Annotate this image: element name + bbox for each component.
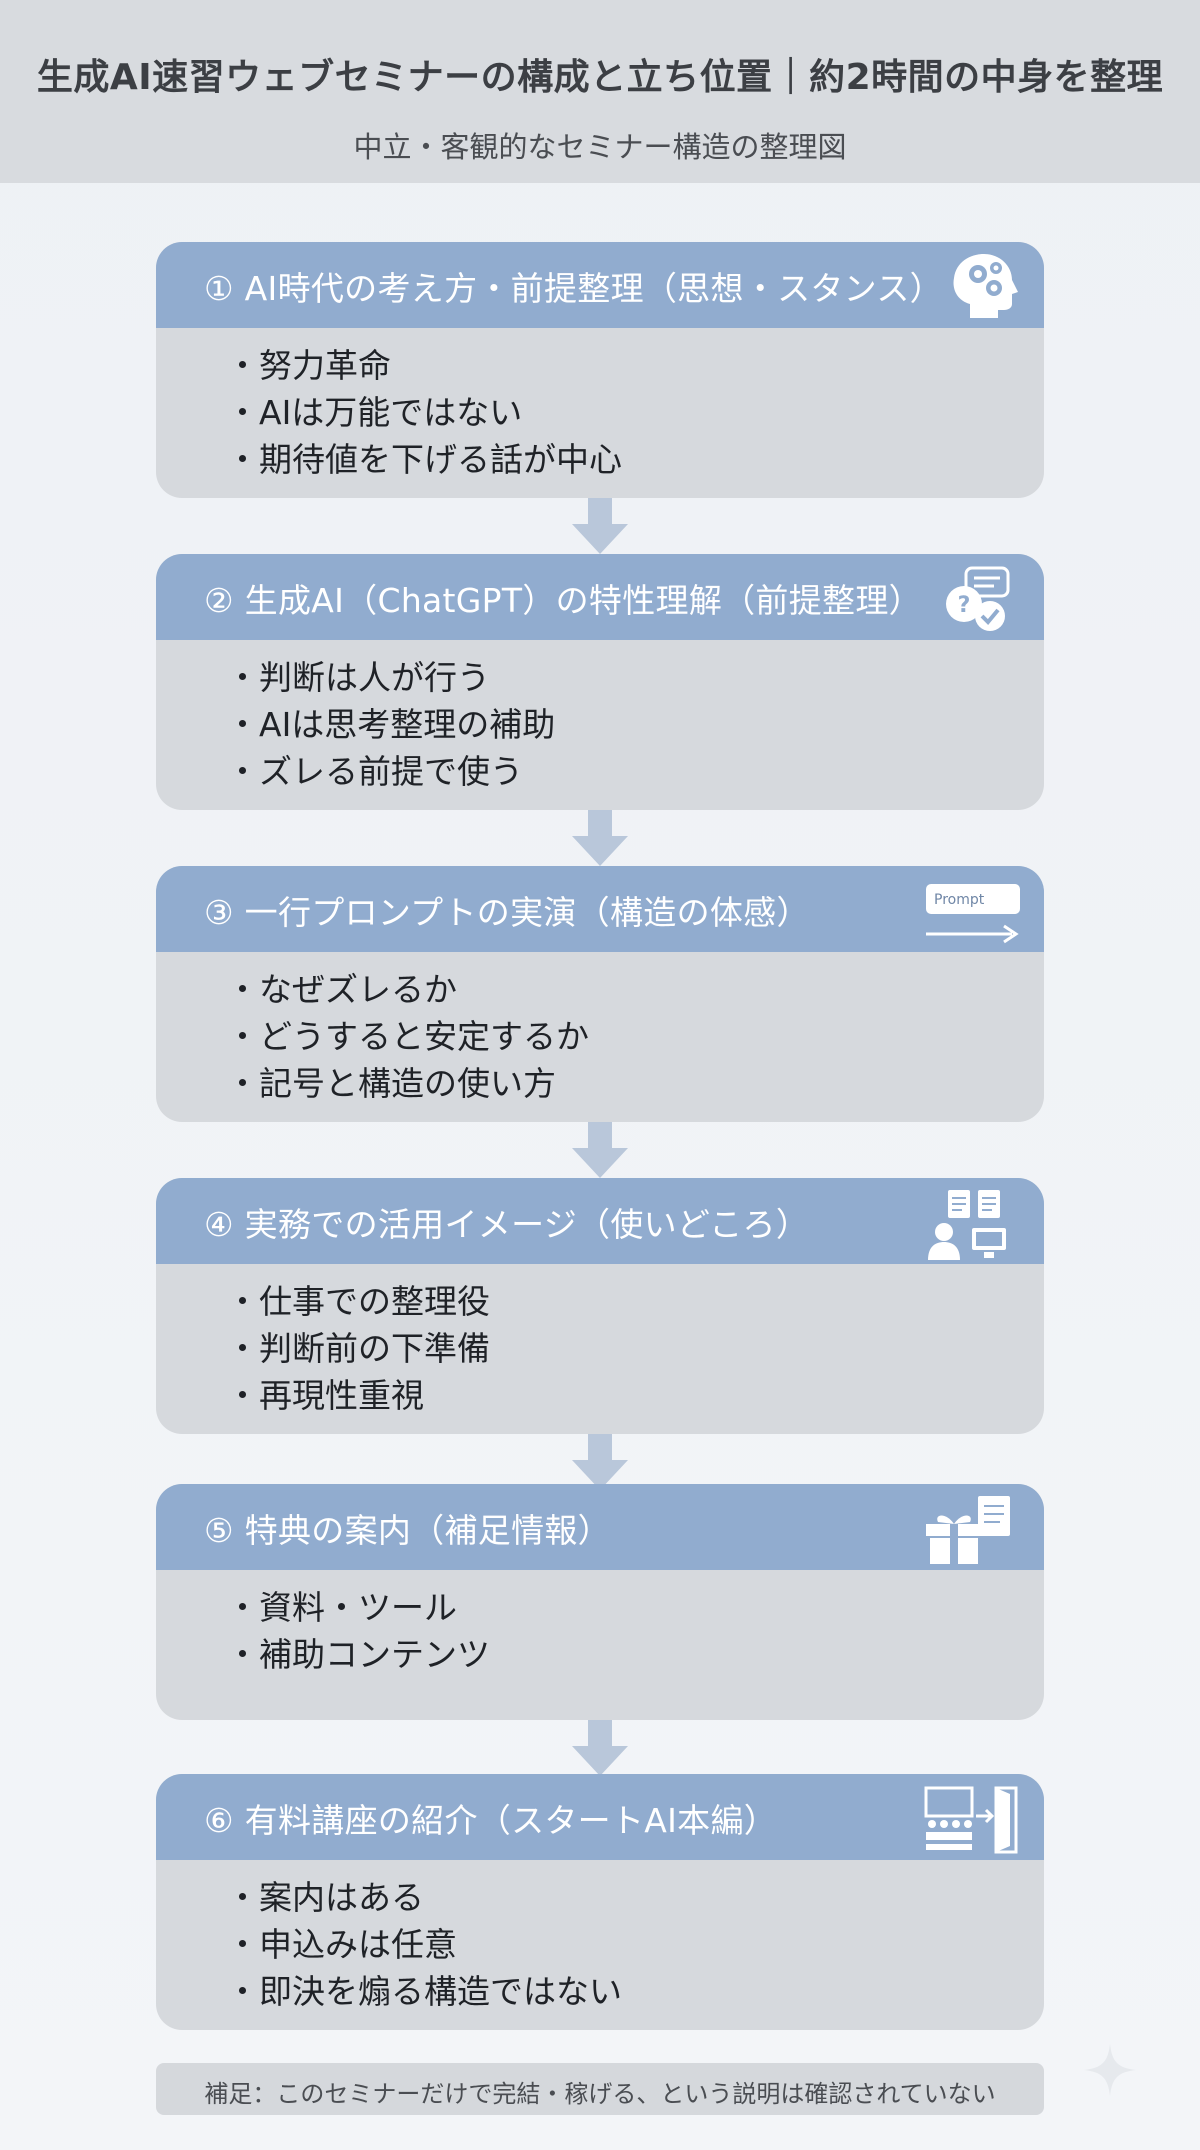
- chat-bubbles-icon: ?: [912, 560, 1022, 638]
- section-header-6: ⑥ 有料講座の紹介（スタートAI本編）: [156, 1774, 1044, 1860]
- page-title: 生成AI速習ウェブセミナーの構成と立ち位置｜約2時間の中身を整理: [36, 57, 1164, 98]
- list-item: どうすると安定するか: [226, 1013, 589, 1060]
- list-item: 再現性重視: [226, 1372, 490, 1419]
- list-item: 申込みは任意: [226, 1921, 622, 1968]
- section-title: ② 生成AI（ChatGPT）の特性理解（前提整理）: [204, 581, 922, 620]
- list-item: 期待値を下げる話が中心: [226, 436, 622, 483]
- header-band: 生成AI速習ウェブセミナーの構成と立ち位置｜約2時間の中身を整理 中立・客観的な…: [0, 0, 1200, 183]
- sparkle-icon: [1084, 2044, 1136, 2096]
- section-list: 仕事での整理役 判断前の下準備 再現性重視: [226, 1278, 490, 1419]
- page-subtitle: 中立・客観的なセミナー構造の整理図: [353, 130, 847, 164]
- section-title: ③ 一行プロンプトの実演（構造の体感）: [204, 893, 810, 932]
- section-header-1: ① AI時代の考え方・前提整理（思想・スタンス）: [156, 242, 1044, 328]
- section-card-5: ⑤ 特典の案内（補足情報） 資料・ツール 補助コンテンツ: [156, 1484, 1044, 1720]
- prompt-input-icon: Prompt: [912, 872, 1022, 950]
- section-list: 案内はある 申込みは任意 即決を煽る構造ではない: [226, 1874, 622, 2015]
- list-item: 資料・ツール: [226, 1584, 490, 1631]
- list-item: 補助コンテンツ: [226, 1631, 490, 1678]
- person-documents-icon: [912, 1184, 1022, 1262]
- section-title: ④ 実務での活用イメージ（使いどころ）: [204, 1205, 810, 1244]
- footer-note: 補足：このセミナーだけで完結・稼げる、という説明は確認されていない: [204, 2080, 996, 2108]
- section-list: 判断は人が行う AIは思考整理の補助 ズレる前提で使う: [226, 654, 555, 795]
- list-item: 記号と構造の使い方: [226, 1060, 589, 1107]
- list-item: AIは思考整理の補助: [226, 701, 555, 748]
- section-card-1: ① AI時代の考え方・前提整理（思想・スタンス） 努力革命 AIは万能ではない …: [156, 242, 1044, 498]
- list-item: 即決を煽る構造ではない: [226, 1968, 622, 2015]
- section-title: ⑤ 特典の案内（補足情報）: [204, 1511, 611, 1550]
- section-list: 資料・ツール 補助コンテンツ: [226, 1584, 490, 1678]
- section-card-4: ④ 実務での活用イメージ（使いどころ） 仕事での整理役 判断前の下準備 再現性重…: [156, 1178, 1044, 1434]
- section-list: 努力革命 AIは万能ではない 期待値を下げる話が中心: [226, 342, 622, 483]
- section-list: なぜズレるか どうすると安定するか 記号と構造の使い方: [226, 966, 589, 1107]
- list-item: AIは万能ではない: [226, 389, 622, 436]
- list-item: 判断は人が行う: [226, 654, 555, 701]
- flow-arrow-icon: [572, 1434, 628, 1490]
- flow-arrow-icon: [572, 1720, 628, 1776]
- section-card-2: ② 生成AI（ChatGPT）の特性理解（前提整理） ? 判断は人が行う AIは…: [156, 554, 1044, 810]
- section-header-2: ② 生成AI（ChatGPT）の特性理解（前提整理） ?: [156, 554, 1044, 640]
- list-item: 努力革命: [226, 342, 622, 389]
- list-item: 案内はある: [226, 1874, 622, 1921]
- section-card-3: ③ 一行プロンプトの実演（構造の体感） Prompt なぜズレるか どうすると安…: [156, 866, 1044, 1122]
- prompt-label: Prompt: [934, 892, 985, 908]
- head-gears-icon: [912, 248, 1022, 326]
- footer-note-box: 補足：このセミナーだけで完結・稼げる、という説明は確認されていない: [156, 2063, 1044, 2115]
- section-card-6: ⑥ 有料講座の紹介（スタートAI本編） 案内はある 申込みは任意 即決を煽る構造…: [156, 1774, 1044, 2030]
- section-header-4: ④ 実務での活用イメージ（使いどころ）: [156, 1178, 1044, 1264]
- flow-arrow-icon: [572, 498, 628, 554]
- list-item: なぜズレるか: [226, 966, 589, 1013]
- lecture-door-icon: [912, 1780, 1022, 1858]
- svg-text:?: ?: [958, 593, 971, 618]
- list-item: ズレる前提で使う: [226, 748, 555, 795]
- section-title: ⑥ 有料講座の紹介（スタートAI本編）: [204, 1801, 778, 1840]
- list-item: 仕事での整理役: [226, 1278, 490, 1325]
- section-title: ① AI時代の考え方・前提整理（思想・スタンス）: [204, 269, 943, 308]
- flow-arrow-icon: [572, 1122, 628, 1178]
- list-item: 判断前の下準備: [226, 1325, 490, 1372]
- section-header-3: ③ 一行プロンプトの実演（構造の体感） Prompt: [156, 866, 1044, 952]
- section-header-5: ⑤ 特典の案内（補足情報）: [156, 1484, 1044, 1570]
- gift-document-icon: [912, 1490, 1022, 1568]
- flow-arrow-icon: [572, 810, 628, 866]
